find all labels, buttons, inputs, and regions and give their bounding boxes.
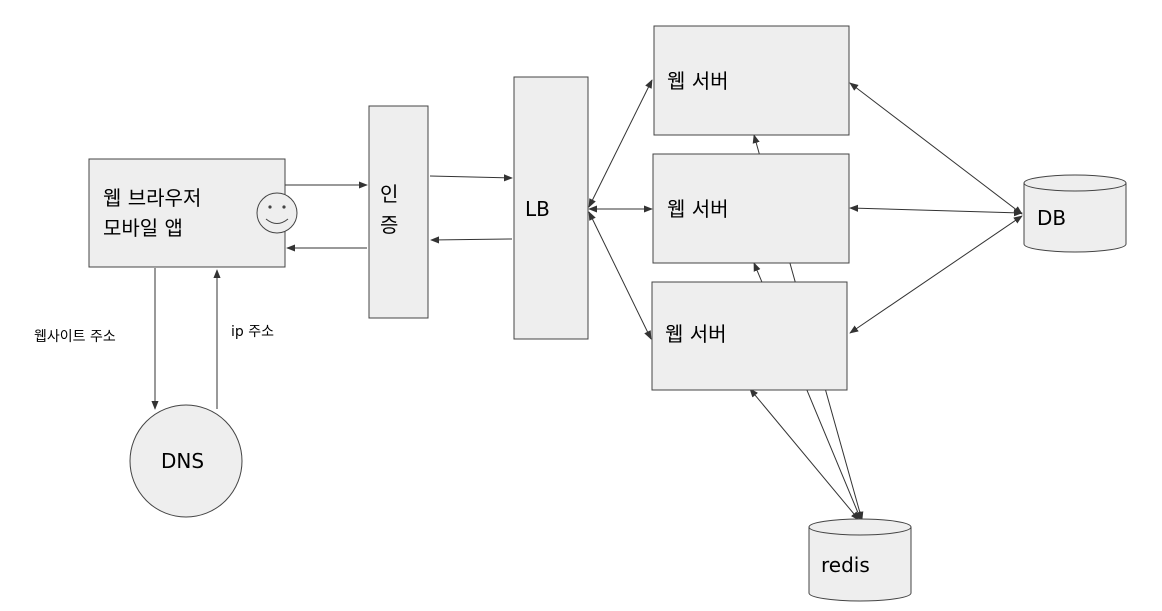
edge-web2-db — [849, 204, 1023, 217]
auth-label-line2: 증 — [380, 213, 398, 237]
edge-web3-db — [849, 215, 1023, 334]
web-server-2-label: 웹 서버 — [667, 197, 729, 221]
edge-lb-to-auth — [430, 236, 513, 244]
edge-label-website-address: 웹사이트 주소 — [34, 329, 116, 345]
client-label-line2: 모바일 앱 — [103, 216, 183, 240]
db-cylinder: DB — [1023, 174, 1127, 253]
auth-node: 인 증 — [368, 105, 429, 319]
web-server-1-label: 웹 서버 — [667, 69, 729, 93]
smiley-face-icon — [256, 192, 298, 234]
auth-label-line1: 인 — [380, 182, 398, 206]
lb-node: LB — [513, 76, 589, 340]
db-label: DB — [1037, 206, 1066, 230]
edge-web1-db — [849, 82, 1023, 215]
edge-lb-web3 — [588, 211, 652, 340]
edge-web3-redis — [749, 388, 860, 521]
dns-node: DNS — [129, 404, 243, 518]
client-label-line1: 웹 브라우저 — [103, 186, 201, 210]
dns-label: DNS — [161, 449, 204, 473]
web-server-3: 웹 서버 — [651, 281, 848, 391]
client-node: 웹 브라우저 모바일 앱 — [88, 158, 298, 268]
edge-label-ip-address: ip 주소 — [231, 324, 274, 340]
web-server-3-label: 웹 서버 — [665, 322, 727, 346]
redis-label: redis — [821, 553, 870, 577]
redis-cylinder: redis — [808, 518, 912, 602]
web-server-2: 웹 서버 — [652, 153, 850, 264]
lb-label: LB — [525, 197, 550, 221]
edge-auth-to-lb — [429, 174, 513, 182]
edge-lb-web1 — [588, 79, 653, 208]
web-server-1: 웹 서버 — [653, 25, 850, 136]
